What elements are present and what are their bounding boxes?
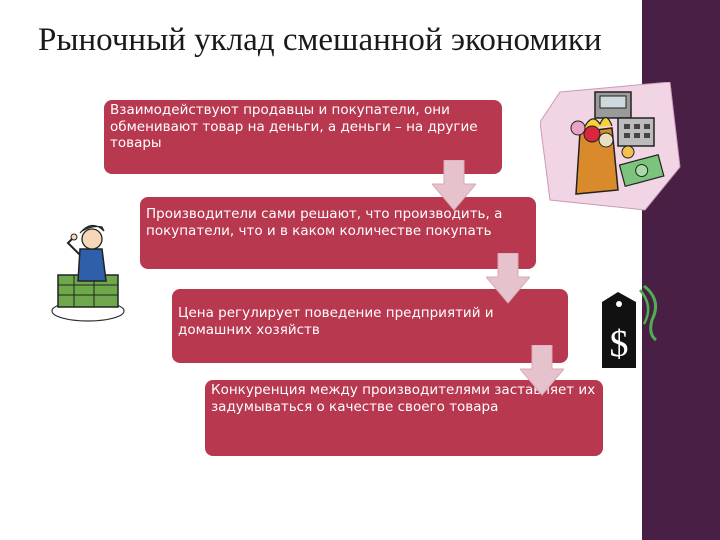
process-step-4: Конкуренция между производителями застав… <box>205 380 603 456</box>
svg-text:$: $ <box>610 323 629 365</box>
down-arrow-icon <box>520 345 564 396</box>
process-step-3-text: Цена регулирует поведение предприятий и … <box>178 305 494 338</box>
decorative-side-bar <box>642 0 720 540</box>
businessman-clipart-icon <box>51 224 125 322</box>
dollar-tag-clipart-icon: $ <box>602 284 658 368</box>
process-step-3: Цена регулирует поведение предприятий и … <box>172 289 568 363</box>
process-step-1: Взаимодействуют продавцы и покупатели, о… <box>104 100 502 174</box>
shopping-clipart-icon <box>540 82 681 211</box>
slide-title: Рыночный уклад смешанной экономики <box>38 22 602 58</box>
process-step-4-text: Конкуренция между производителями застав… <box>211 382 596 415</box>
process-step-2: Производители сами решают, что производи… <box>140 197 536 269</box>
process-step-2-text: Производители сами решают, что производи… <box>146 206 503 239</box>
down-arrow-icon <box>486 253 530 304</box>
down-arrow-icon <box>432 160 476 211</box>
process-step-1-text: Взаимодействуют продавцы и покупатели, о… <box>110 102 478 151</box>
